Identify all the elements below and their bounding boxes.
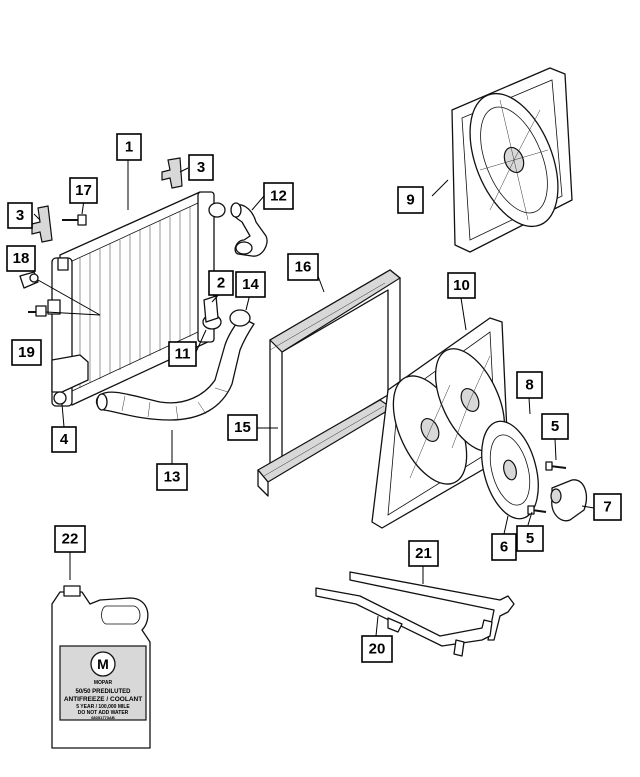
- callout-21: 21: [408, 540, 439, 567]
- callout-13: 13: [156, 463, 188, 491]
- callout-3-top: 3: [188, 154, 214, 181]
- callout-number: 13: [164, 469, 181, 486]
- callout-3-left: 3: [7, 202, 33, 229]
- bolt-17: [62, 214, 87, 226]
- callout-number: 12: [270, 188, 287, 205]
- callout-19: 19: [11, 339, 42, 366]
- callout-number: 14: [242, 276, 259, 293]
- hose-clamp-2: [203, 295, 219, 323]
- air-seal-frame: [257, 269, 402, 497]
- jug-line-1: 50/50 PREDILUTED: [75, 689, 131, 695]
- svg-text:M: M: [97, 656, 109, 672]
- callout-number: 5: [526, 530, 534, 547]
- callout-22: 22: [54, 525, 86, 553]
- callout-6: 6: [491, 533, 517, 561]
- screw-5-upper: [545, 461, 567, 471]
- cooler-line-20: [315, 587, 493, 657]
- callout-number: 9: [406, 192, 414, 209]
- callout-number: 7: [603, 499, 611, 516]
- callout-2: 2: [208, 270, 234, 296]
- upper-mount-bracket-right: [161, 157, 183, 189]
- callout-number: 21: [415, 545, 432, 562]
- callout-number: 15: [234, 419, 251, 436]
- radiator: [47, 191, 226, 407]
- lower-radiator-hose: [95, 309, 255, 421]
- callout-10: 10: [447, 272, 476, 299]
- callout-number: 2: [217, 275, 225, 292]
- callout-number: 4: [60, 431, 69, 448]
- callout-16: 16: [287, 253, 319, 281]
- fan-shroud-upper: [451, 67, 573, 253]
- callout-number: 16: [295, 259, 312, 276]
- drain-cock-18: [19, 271, 39, 289]
- callout-7: 7: [593, 493, 622, 521]
- callout-8: 8: [516, 371, 543, 399]
- upper-mount-bracket-left: [31, 205, 53, 243]
- jug-line-2: ANTIFREEZE / COOLANT: [64, 696, 142, 703]
- callout-number: 10: [453, 277, 470, 294]
- fan-motor: [550, 479, 587, 522]
- screw-5-lower: [527, 505, 547, 515]
- jug-brand: MOPAR: [94, 680, 113, 686]
- callout-15: 15: [227, 414, 258, 441]
- callout-number: 11: [175, 346, 191, 363]
- callout-number: 19: [18, 344, 35, 361]
- callout-number: 20: [369, 641, 386, 658]
- fan-blade: [481, 420, 539, 520]
- callout-9: 9: [397, 186, 424, 214]
- callout-number: 8: [525, 377, 533, 394]
- callout-5-upper: 5: [541, 413, 569, 440]
- fastener-19: [28, 305, 47, 317]
- jug-line-4: DO NOT ADD WATER: [78, 710, 129, 716]
- callout-number: 18: [13, 250, 30, 267]
- callout-number: 3: [16, 207, 24, 224]
- callout-4: 4: [51, 426, 77, 453]
- coolant-jug: M MOPAR 50/50 PREDILUTED ANTIFREEZE / CO…: [51, 585, 151, 749]
- callout-1: 1: [116, 133, 142, 161]
- callout-20: 20: [361, 635, 393, 663]
- callout-number: 6: [500, 539, 508, 556]
- upper-radiator-hose: [230, 202, 268, 257]
- callout-11: 11: [168, 341, 197, 367]
- callout-number: 1: [125, 139, 133, 156]
- jug-line-3: 5 YEAR / 100,000 MILE: [76, 704, 130, 710]
- callout-14: 14: [235, 271, 266, 298]
- callout-number: 17: [75, 182, 92, 199]
- callout-number: 22: [62, 531, 79, 548]
- callout-12: 12: [263, 182, 294, 210]
- callout-18: 18: [6, 245, 36, 272]
- callout-number: 3: [197, 159, 205, 176]
- cooler-line-21: [349, 571, 515, 641]
- callout-5-lower: 5: [516, 525, 544, 552]
- callout-number: 5: [551, 418, 559, 435]
- callout-17: 17: [69, 177, 98, 204]
- jug-code: 68051773AB: [91, 715, 115, 720]
